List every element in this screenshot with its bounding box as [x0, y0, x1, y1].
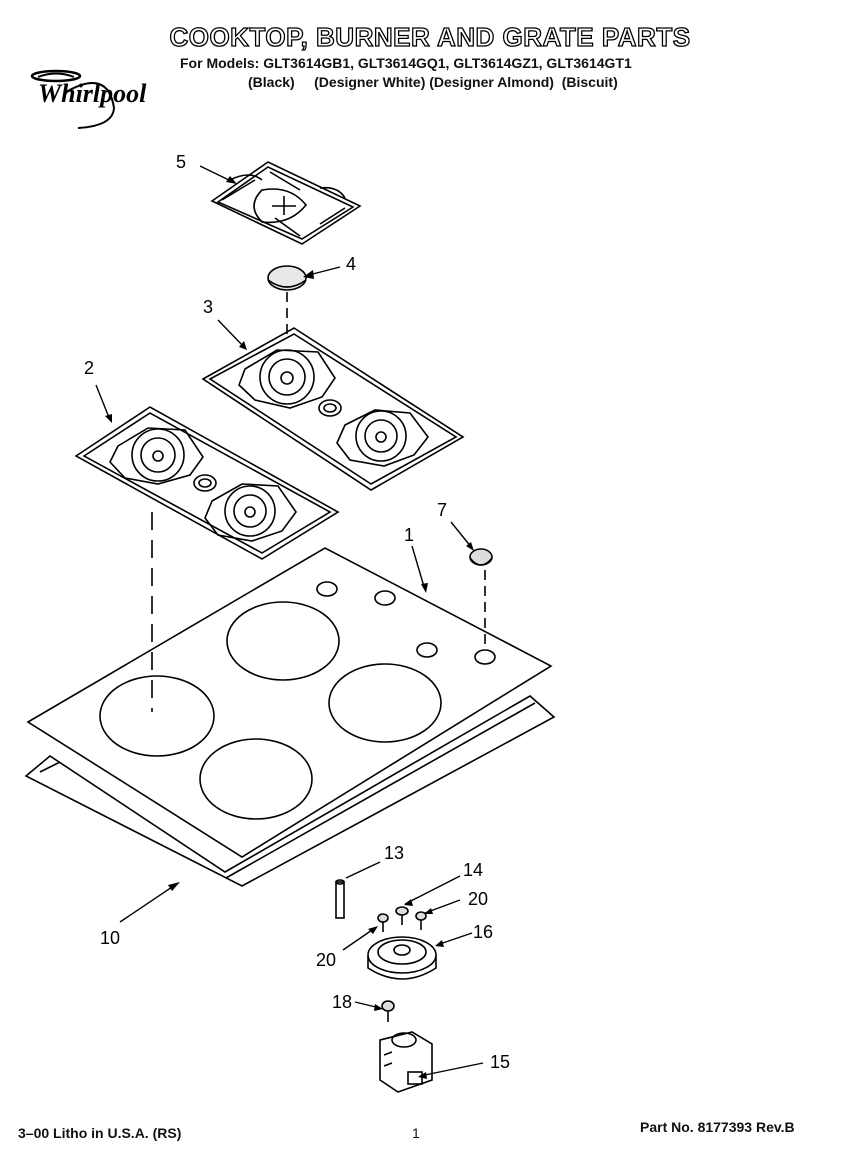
valve-bracket-part-15	[379, 1031, 433, 1093]
callout-2: 2	[84, 358, 94, 378]
burner-cap-part-4	[267, 265, 307, 291]
colors-line: (Black) (Designer White) (Designer Almon…	[248, 74, 618, 90]
litho-note: 3–00 Litho in U.S.A. (RS)	[18, 1125, 182, 1141]
callout-16: 16	[473, 922, 493, 942]
screw-part-20	[377, 911, 427, 932]
burner-plate-part-2	[74, 406, 340, 560]
burner-base-part-16	[367, 936, 437, 980]
callout-10: 10	[100, 928, 120, 948]
gasket-part-10	[24, 695, 556, 887]
callout-14: 14	[463, 860, 483, 880]
callout-3: 3	[203, 297, 213, 317]
screw-part-14	[395, 906, 409, 925]
callout-15: 15	[490, 1052, 510, 1072]
page-title: COOKTOP, BURNER AND GRATE PARTS	[169, 21, 691, 52]
callout-20-left: 20	[316, 950, 336, 970]
burner-plate-part-3	[201, 327, 465, 491]
callout-13: 13	[384, 843, 404, 863]
callout-1: 1	[404, 525, 414, 545]
leader-lines	[95, 165, 484, 1077]
callout-4: 4	[346, 254, 356, 274]
cooktop-part-1	[26, 547, 553, 858]
page-number: 1	[412, 1125, 420, 1141]
callout-18: 18	[332, 992, 352, 1012]
callout-7: 7	[437, 500, 447, 520]
grate-part-5	[210, 161, 362, 245]
callout-5: 5	[176, 152, 186, 172]
part-number: Part No. 8177393 Rev.B	[640, 1119, 795, 1135]
orifice-pin-part-13	[335, 879, 345, 919]
leader-arrowheads	[105, 176, 474, 1079]
knob-part-7	[469, 548, 493, 566]
brand-logo: Whirlpool	[30, 69, 147, 129]
models-line: For Models: GLT3614GB1, GLT3614GQ1, GLT3…	[180, 55, 632, 71]
screw-part-18	[381, 1000, 395, 1022]
callout-20-right: 20	[468, 889, 488, 909]
